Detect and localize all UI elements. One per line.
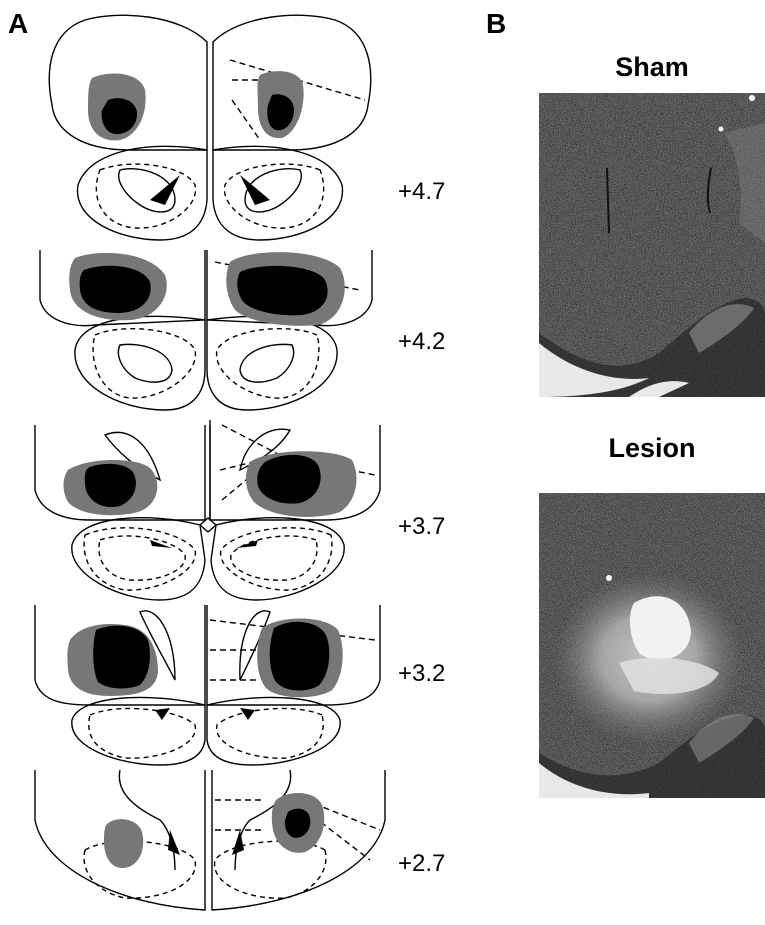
atlas-sections [0,0,535,925]
section-label-3-7: +3.7 [398,515,445,539]
photo-title-lesion: Lesion [539,435,765,462]
lesion-min-2-7-left [104,819,143,868]
photo-title-sham: Sham [539,54,765,81]
section-label-2-7: +2.7 [398,852,445,876]
lesion-max-4-2-left [80,266,151,313]
section-label-3-2: +3.2 [398,662,445,686]
section-label-4-7: +4.7 [398,180,445,204]
section-label-4-2: +4.2 [398,330,445,354]
lesion-max-3-2-left [93,626,150,689]
section-2-7-outline [35,770,385,910]
lesion-max-3-2-right [270,622,330,691]
micrograph-lesion [539,493,765,798]
micrograph-sham [539,93,765,397]
lesion-max-3-7-right [257,455,320,504]
